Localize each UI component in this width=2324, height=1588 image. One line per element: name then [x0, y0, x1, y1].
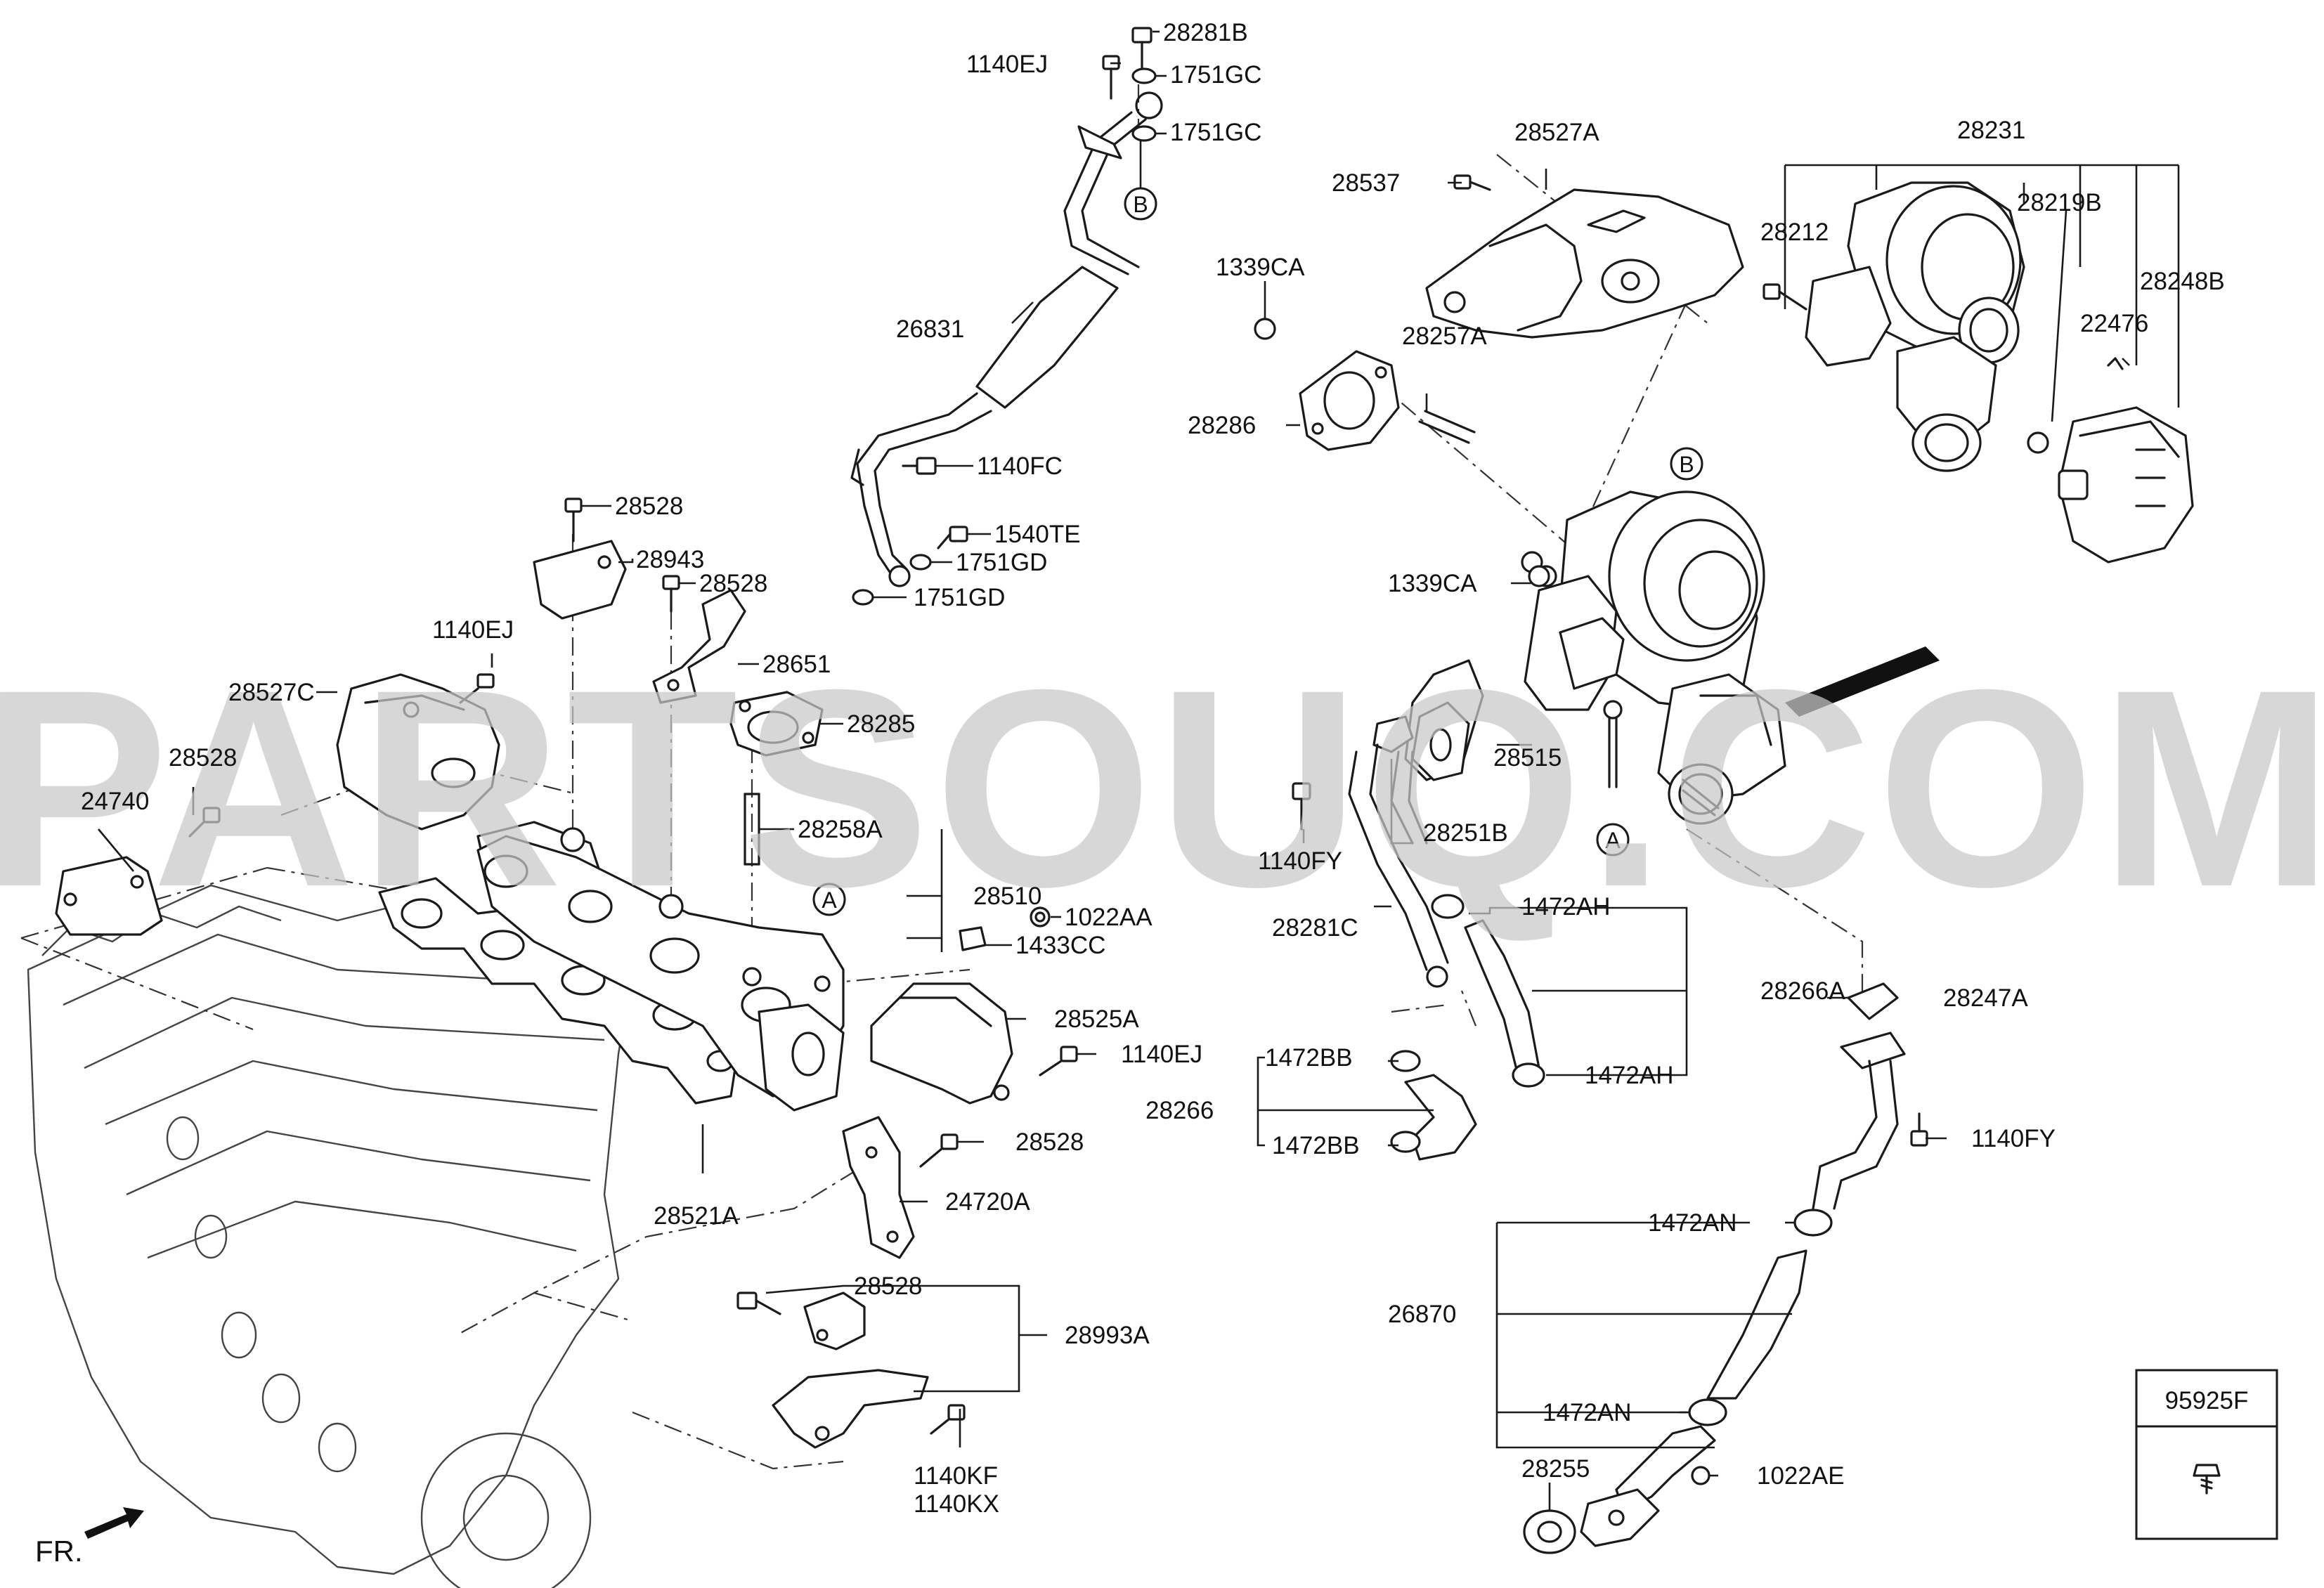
- label-28528-d[interactable]: 28528: [1015, 1128, 1084, 1156]
- label-1472BB-1[interactable]: 1472BB: [1265, 1044, 1353, 1072]
- label-28251B[interactable]: 28251B: [1423, 819, 1508, 847]
- label-28527C[interactable]: 28527C: [228, 679, 315, 706]
- turbocharger-main: [1404, 490, 1786, 825]
- marker-a-turbo: [1596, 823, 1630, 857]
- fastener-group-top: [852, 27, 1157, 606]
- label-28266[interactable]: 28266: [1145, 1097, 1214, 1124]
- label-28285[interactable]: 28285: [847, 710, 915, 738]
- label-28258A[interactable]: 28258A: [798, 816, 883, 843]
- bolt-icon: [2193, 1464, 2221, 1495]
- legend-box-frame: [2135, 1369, 2278, 1540]
- label-1751GC-2[interactable]: 1751GC: [1170, 119, 1261, 146]
- reference-markers: B B A A: [812, 187, 1703, 916]
- label-28943[interactable]: 28943: [636, 546, 704, 573]
- leader-lines: [98, 30, 2180, 1511]
- label-28510[interactable]: 28510: [973, 883, 1041, 910]
- label-1339CA-1[interactable]: 1339CA: [1216, 254, 1305, 281]
- label-1751GD-1[interactable]: 1751GD: [956, 549, 1047, 576]
- marker-a-turbo-text: A: [1605, 828, 1621, 853]
- label-28537[interactable]: 28537: [1332, 169, 1400, 197]
- engine-block-outline: [27, 884, 634, 1588]
- label-26870[interactable]: 26870: [1388, 1301, 1456, 1328]
- part-labels: 28281B 1140EJ 1751GC 1751GC 26831 1140FC…: [81, 19, 2225, 1518]
- label-22476[interactable]: 22476: [2080, 310, 2148, 337]
- label-1751GD-2[interactable]: 1751GD: [914, 584, 1005, 611]
- label-1472BB-2[interactable]: 1472BB: [1272, 1132, 1360, 1159]
- label-1472AH-2[interactable]: 1472AH: [1585, 1062, 1673, 1089]
- label-28528-b[interactable]: 28528: [699, 570, 767, 597]
- label-28993A[interactable]: 28993A: [1065, 1322, 1150, 1349]
- label-1751GC-1[interactable]: 1751GC: [1170, 61, 1261, 89]
- bracket-24740: [55, 807, 221, 936]
- label-28528-a[interactable]: 28528: [615, 493, 683, 520]
- marker-b-turbo-text: B: [1679, 452, 1694, 477]
- label-1140FC[interactable]: 1140FC: [977, 453, 1063, 480]
- label-1540TE[interactable]: 1540TE: [994, 521, 1081, 548]
- oil-return-pipes: [1292, 565, 1623, 988]
- label-1339CA-2[interactable]: 1339CA: [1388, 570, 1477, 597]
- label-28212[interactable]: 28212: [1760, 219, 1829, 246]
- label-28247A[interactable]: 28247A: [1943, 984, 2028, 1012]
- label-28527A[interactable]: 28527A: [1514, 119, 1599, 146]
- brackets-28993A: [736, 1291, 966, 1449]
- brackets-upper: [533, 497, 824, 866]
- label-28257A[interactable]: 28257A: [1402, 323, 1487, 350]
- coolant-hoses: [1390, 894, 1928, 1554]
- label-1022AE[interactable]: 1022AE: [1757, 1462, 1845, 1490]
- label-28281C[interactable]: 28281C: [1272, 914, 1358, 942]
- legend-box[interactable]: 95925F: [2135, 1369, 2278, 1540]
- turbo-heat-shield: [1425, 174, 1744, 339]
- label-1140EJ-mid[interactable]: 1140EJ: [432, 616, 514, 644]
- legend-box-label[interactable]: 95925F: [2165, 1387, 2249, 1414]
- label-28286[interactable]: 28286: [1188, 412, 1256, 439]
- marker-a-manifold: [812, 883, 846, 916]
- label-1433CC[interactable]: 1433CC: [1015, 932, 1105, 959]
- label-28528-e[interactable]: 28528: [854, 1273, 922, 1300]
- heat-shield-28527C: [336, 673, 500, 831]
- label-1140KF[interactable]: 1140KF: [914, 1462, 998, 1490]
- oil-feed-pipe: [850, 91, 1163, 587]
- label-28515[interactable]: 28515: [1493, 744, 1562, 772]
- front-direction-indicator: FR.: [35, 1507, 144, 1568]
- label-1140EJ-top[interactable]: 1140EJ: [966, 51, 1048, 78]
- label-28248B[interactable]: 28248B: [2140, 268, 2225, 295]
- label-1472AN-2[interactable]: 1472AN: [1543, 1399, 1631, 1426]
- label-28219B[interactable]: 28219B: [2017, 189, 2102, 216]
- label-28231[interactable]: 28231: [1957, 117, 2025, 144]
- label-1140FY-2[interactable]: 1140FY: [1971, 1125, 2056, 1152]
- label-1472AN-1[interactable]: 1472AN: [1648, 1209, 1736, 1237]
- label-1140KX[interactable]: 1140KX: [914, 1490, 999, 1518]
- marker-a-manifold-text: A: [822, 887, 837, 913]
- label-24720A[interactable]: 24720A: [945, 1188, 1030, 1216]
- marker-b-top: [1124, 187, 1157, 221]
- label-28266A[interactable]: 28266A: [1760, 977, 1845, 1005]
- gasket-28286: [1254, 318, 1557, 587]
- label-26831[interactable]: 26831: [896, 315, 964, 343]
- label-28255[interactable]: 28255: [1521, 1455, 1590, 1483]
- front-label: FR.: [35, 1535, 83, 1568]
- bracket-24720A: [842, 1116, 959, 1259]
- heat-shield-28525A: [870, 982, 1078, 1105]
- label-1022AA[interactable]: 1022AA: [1065, 904, 1153, 931]
- label-28528-c[interactable]: 28528: [169, 744, 237, 772]
- label-1140FY-1[interactable]: 1140FY: [1258, 847, 1342, 875]
- turbocharger-exploded: [1763, 181, 2194, 717]
- label-1140EJ-low[interactable]: 1140EJ: [1121, 1041, 1202, 1068]
- marker-b-top-text: B: [1133, 192, 1148, 217]
- label-28651[interactable]: 28651: [762, 651, 831, 678]
- label-24740[interactable]: 24740: [81, 788, 149, 815]
- label-28281B[interactable]: 28281B: [1163, 19, 1248, 46]
- exhaust-manifold: [378, 821, 845, 1112]
- watermark-text: PARTSOUQ.COM: [0, 631, 2324, 945]
- marker-b-turbo: [1670, 447, 1703, 481]
- label-28525A[interactable]: 28525A: [1054, 1005, 1139, 1033]
- front-arrow-icon: [84, 1507, 144, 1539]
- label-1472AH-1[interactable]: 1472AH: [1521, 893, 1610, 920]
- label-28521A[interactable]: 28521A: [654, 1202, 739, 1230]
